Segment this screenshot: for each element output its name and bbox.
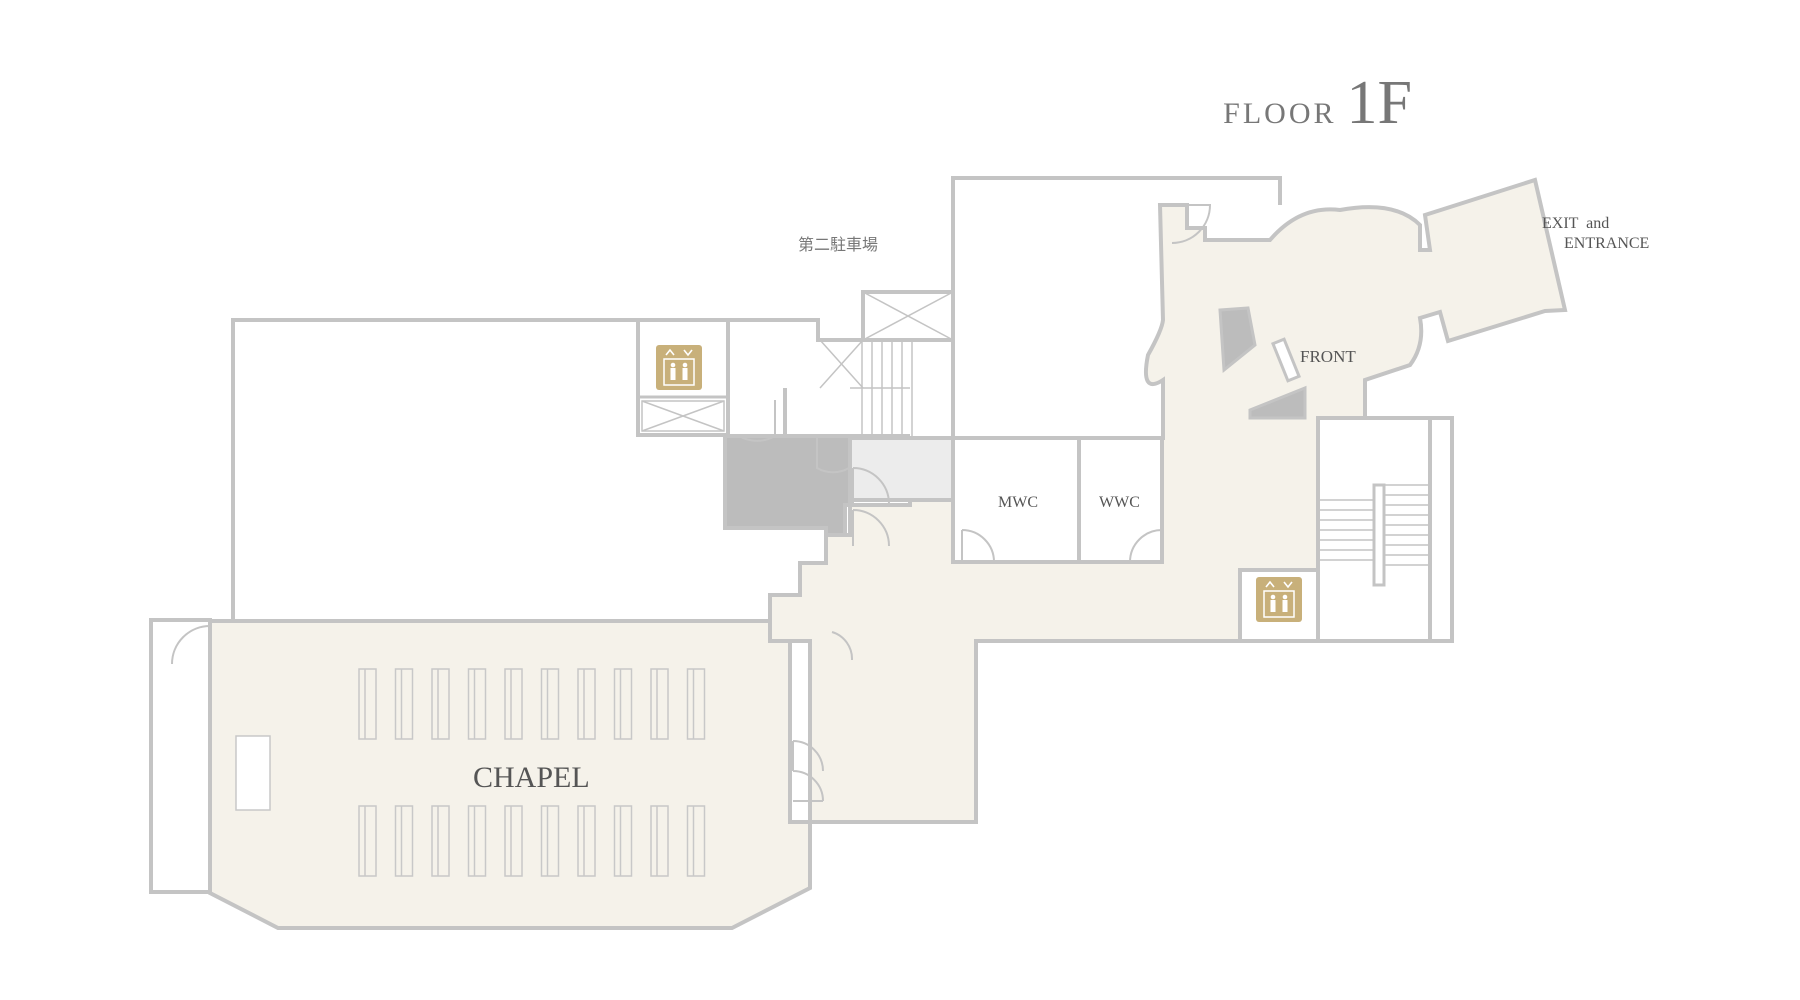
label-parking: 第二駐車場 <box>798 236 878 254</box>
door-mwc <box>961 529 995 563</box>
chapel-pew <box>540 805 560 877</box>
room-dark-stair <box>723 434 852 537</box>
elevator-icon <box>1256 577 1302 622</box>
room-chapel-side <box>149 618 212 894</box>
chapel-pew <box>358 805 377 877</box>
corridor-main <box>768 177 1568 824</box>
door-gray-passage <box>852 467 890 505</box>
front-counter <box>1270 337 1302 383</box>
label-front: FRONT <box>1300 347 1356 366</box>
front-counter-dark-lower <box>1248 385 1307 420</box>
chapel-pew <box>467 805 487 877</box>
room-gray-passage <box>848 436 955 502</box>
chapel-pew <box>613 805 633 877</box>
room-mwc <box>951 436 1081 564</box>
chapel-pews <box>358 668 706 877</box>
label-wwc: WWC <box>1099 494 1140 511</box>
floor-label: FLOOR 1F <box>1223 68 1412 139</box>
door-wwc <box>1129 529 1163 563</box>
room-right-tall <box>953 176 1282 205</box>
label-mwc: MWC <box>998 494 1038 511</box>
chapel-pew <box>650 668 669 740</box>
elevator-icon <box>656 345 702 390</box>
chapel-pew <box>431 805 450 877</box>
room-elevator-upper <box>636 318 730 437</box>
door-chapel <box>171 625 211 665</box>
chapel-pew <box>577 805 596 877</box>
room-wwc <box>1077 436 1164 564</box>
chapel-altar <box>235 735 271 811</box>
chapel-pew <box>504 668 523 740</box>
door-elevator-upper <box>738 400 776 442</box>
chapel-pew <box>467 668 487 740</box>
chapel-pew <box>686 668 706 740</box>
chapel-pew <box>650 805 669 877</box>
door-stair <box>816 436 850 474</box>
door-front-upper <box>1171 204 1212 244</box>
door-corridor-mid <box>831 631 854 661</box>
chapel-pew <box>431 668 450 740</box>
chapel-pew <box>394 805 414 877</box>
chapel-pew <box>686 805 706 877</box>
door-corridor-lower <box>792 740 824 802</box>
door-corridor <box>852 509 890 547</box>
chapel-pew <box>577 668 596 740</box>
chapel-pew <box>358 668 377 740</box>
chapel-pew <box>540 668 560 740</box>
chapel-pew <box>504 805 523 877</box>
front-counter-dark <box>1218 306 1257 373</box>
floor-number: 1F <box>1346 69 1412 137</box>
floor-word: FLOOR <box>1223 97 1337 130</box>
chapel-pew <box>613 668 633 740</box>
label-chapel: CHAPEL <box>473 761 590 794</box>
wall-right-thin <box>1428 416 1454 643</box>
chapel-pew <box>394 668 414 740</box>
label-exit-line1: EXIT and <box>1542 215 1609 232</box>
label-exit-line2: ENTRANCE <box>1564 235 1649 252</box>
